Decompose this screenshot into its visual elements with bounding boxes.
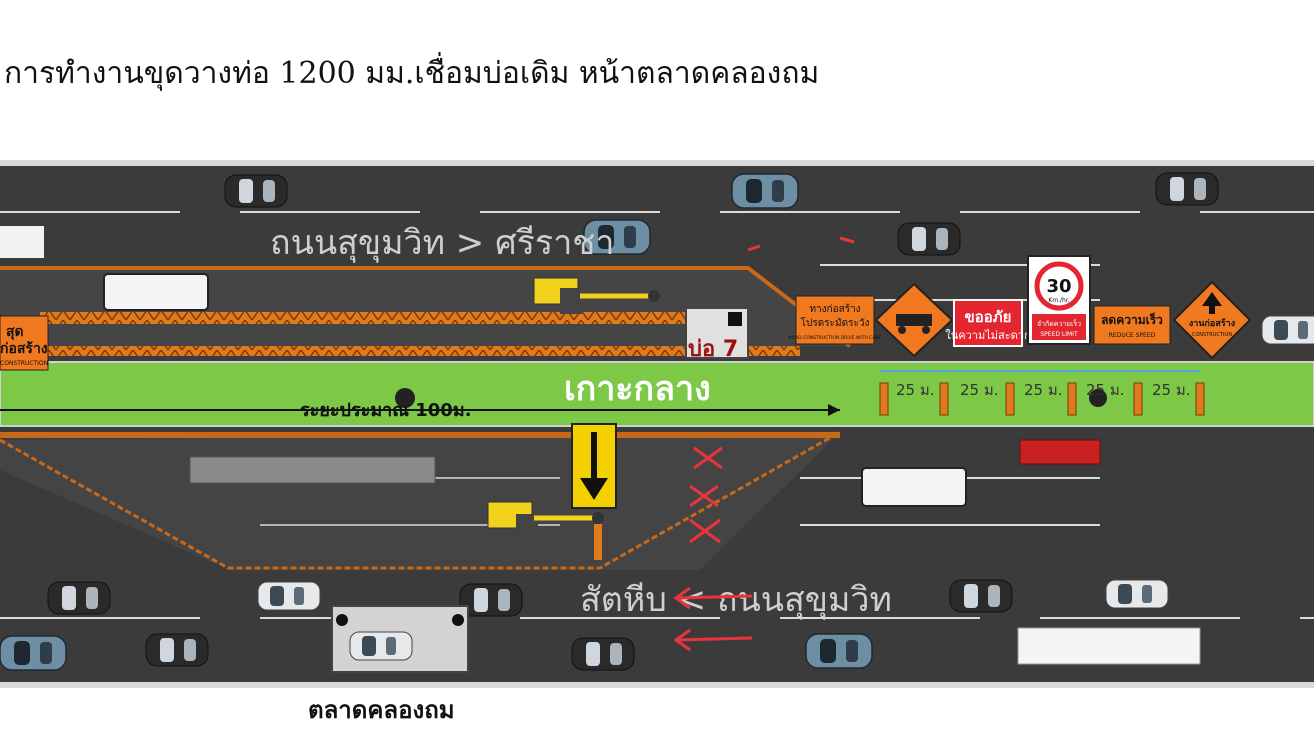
worker-icon [1089, 389, 1107, 407]
car [47, 581, 111, 615]
page-title: การทำงานขุดวางท่อ 1200 มม.เชื่อมบ่อเดิม … [4, 56, 820, 91]
sign-speed-limit: 30 Km./hr. จำกัดความเร็ว SPEED LIMIT [1027, 255, 1091, 345]
car [1105, 579, 1169, 609]
van [861, 467, 967, 507]
svg-text:งานก่อสร้าง: งานก่อสร้าง [1189, 318, 1235, 329]
road-label-top: ถนนสุขุมวิท > ศรีราชา [270, 223, 614, 263]
barrier-line-bottom [0, 430, 841, 570]
svg-text:CONSTRUCTION: CONSTRUCTION [0, 360, 48, 367]
sign-construction-left: สุด ก่อสร้าง CONSTRUCTION [0, 315, 49, 371]
car [805, 633, 873, 669]
excavator-bottom [487, 501, 604, 560]
cross-icon [693, 446, 723, 470]
road-label-bottom: สัตหีบ < ถนนสุขุมวิท [580, 580, 892, 620]
excavator-top [533, 277, 660, 314]
svg-text:REDUCE SPEED: REDUCE SPEED [1109, 332, 1156, 339]
car [257, 581, 321, 611]
annotation-marks [673, 236, 855, 652]
pipe-section [189, 456, 436, 484]
car [459, 583, 523, 617]
barrier-top-lower [0, 346, 800, 356]
car [949, 579, 1013, 613]
barrier-bottom-top [0, 432, 840, 438]
market-label: ตลาดคลองถม [308, 696, 455, 724]
truck [0, 226, 44, 258]
svg-text:30: 30 [1046, 276, 1071, 297]
svg-text:สุด: สุด [6, 324, 24, 340]
sign-sorry: ขออภัย ในความไม่สะดวก [945, 299, 1031, 347]
segment-label: 25 ม. [1086, 381, 1125, 399]
segment-label: 25 ม. [1024, 381, 1063, 399]
svg-text:ROAD CONSTRUCTION DRIVE WITH C: ROAD CONSTRUCTION DRIVE WITH CARE [789, 335, 882, 341]
work-zone-top [0, 268, 850, 346]
sign-reduce-speed: ลดความเร็ว REDUCE SPEED [1093, 305, 1171, 345]
segment-label: 25 ม. [896, 381, 935, 399]
svg-text:ขออภัย: ขออภัย [965, 308, 1012, 326]
car [224, 174, 288, 208]
svg-text:CONSTRUCTION: CONSTRUCTION [1192, 332, 1232, 338]
svg-text:ทางก่อสร้าง: ทางก่อสร้าง [809, 303, 860, 315]
cross-icon [689, 484, 719, 508]
car [1261, 315, 1314, 345]
segment-label: 25 ม. [960, 381, 999, 399]
car [349, 631, 413, 661]
car [0, 635, 67, 671]
arrow-left-icon [675, 636, 753, 642]
arrow-up-icon [1202, 292, 1222, 306]
sign-machinery [874, 282, 954, 358]
median-label: เกาะกลาง [564, 369, 711, 409]
pit-label: บ่อ 7 [688, 337, 738, 362]
svg-text:ในความไม่สะดวก: ในความไม่สะดวก [945, 329, 1030, 342]
svg-text:ลดความเร็ว: ลดความเร็ว [1101, 312, 1163, 327]
svg-text:จำกัดความเร็ว: จำกัดความเร็ว [1037, 319, 1081, 328]
car [571, 637, 635, 671]
svg-text:Km./hr.: Km./hr. [1048, 297, 1069, 304]
sign-construction-ahead: งานก่อสร้าง CONSTRUCTION [1172, 280, 1252, 360]
distance-label: ระยะประมาณ 100ม. [300, 400, 472, 421]
van [103, 273, 209, 311]
cross-icon [689, 518, 721, 544]
red-truck [1019, 439, 1101, 465]
car [731, 173, 799, 209]
svg-text:SPEED LIMIT: SPEED LIMIT [1040, 331, 1078, 338]
arrow-left-icon [675, 594, 753, 600]
segment-label: 25 ม. [1152, 381, 1191, 399]
segment-markers: 25 ม. 25 ม. 25 ม. 25 ม. 25 ม. [879, 370, 1205, 416]
road-edge-top [0, 160, 1314, 166]
worker-icon [395, 388, 415, 408]
car [145, 633, 209, 667]
barrier-top [40, 312, 685, 324]
svg-text:โปรดระมัดระวัง: โปรดระมัดระวัง [801, 316, 870, 329]
sign-caution: ทางก่อสร้าง โปรดระมัดระวัง ROAD CONSTRUC… [789, 295, 882, 345]
truck [1017, 627, 1201, 665]
svg-text:ก่อสร้าง: ก่อสร้าง [0, 341, 48, 357]
car [897, 222, 961, 256]
road-edge-bottom [0, 682, 1314, 688]
car [1155, 172, 1219, 206]
